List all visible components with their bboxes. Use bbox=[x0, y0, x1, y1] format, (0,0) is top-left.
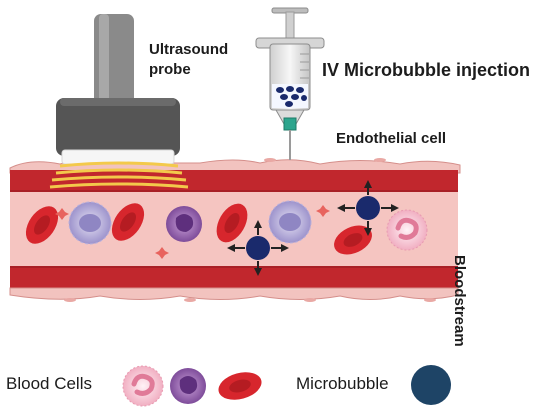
legend-blood-cells-label: Blood Cells bbox=[6, 374, 92, 393]
white-blood-cell bbox=[68, 201, 112, 245]
legend-red-blood-cell-icon bbox=[218, 372, 262, 400]
red-blood-cell bbox=[334, 225, 372, 255]
legend-neutrophil-icon bbox=[122, 365, 164, 407]
ultrasound-waves bbox=[49, 161, 189, 189]
legend-blood-cell-icons bbox=[122, 365, 262, 407]
microbubble-oscillating bbox=[337, 180, 399, 236]
endothelial-cells bbox=[64, 158, 436, 302]
probe-label-line1: Ultrasound bbox=[149, 41, 229, 58]
syringe-microbubbles bbox=[276, 86, 307, 107]
legend-microbubble-icon bbox=[411, 365, 451, 405]
ultrasound-probe bbox=[49, 14, 189, 189]
injection-label: IV Microbubble injection bbox=[322, 60, 531, 80]
endothelial-cell-label: Endothelial cell bbox=[336, 130, 447, 147]
red-blood-cell bbox=[111, 203, 145, 241]
bloodstream-label: Bloodstream bbox=[451, 255, 468, 347]
probe-label-line2: probe bbox=[149, 61, 191, 78]
legend-lymphocyte-icon bbox=[170, 368, 206, 404]
red-blood-cell bbox=[25, 206, 59, 244]
platelet bbox=[316, 205, 330, 217]
platelet bbox=[55, 208, 69, 220]
lymphocyte bbox=[166, 206, 202, 242]
probe-body bbox=[56, 98, 180, 156]
bloodstream-cells bbox=[25, 200, 428, 259]
syringe bbox=[255, 7, 325, 160]
microbubble-oscillating bbox=[227, 220, 289, 276]
platelet bbox=[155, 247, 169, 259]
red-blood-cell bbox=[216, 203, 248, 243]
vessel-wall-bottom bbox=[10, 266, 458, 288]
ultrasound-probe-label: Ultrasound probe bbox=[149, 40, 229, 80]
white-blood-cell bbox=[268, 200, 312, 244]
endothelial-layer-bottom bbox=[9, 287, 459, 300]
neutrophil bbox=[386, 209, 428, 251]
vessel-wall-top bbox=[10, 170, 458, 192]
legend-microbubble-label: Microbubble bbox=[296, 374, 389, 393]
